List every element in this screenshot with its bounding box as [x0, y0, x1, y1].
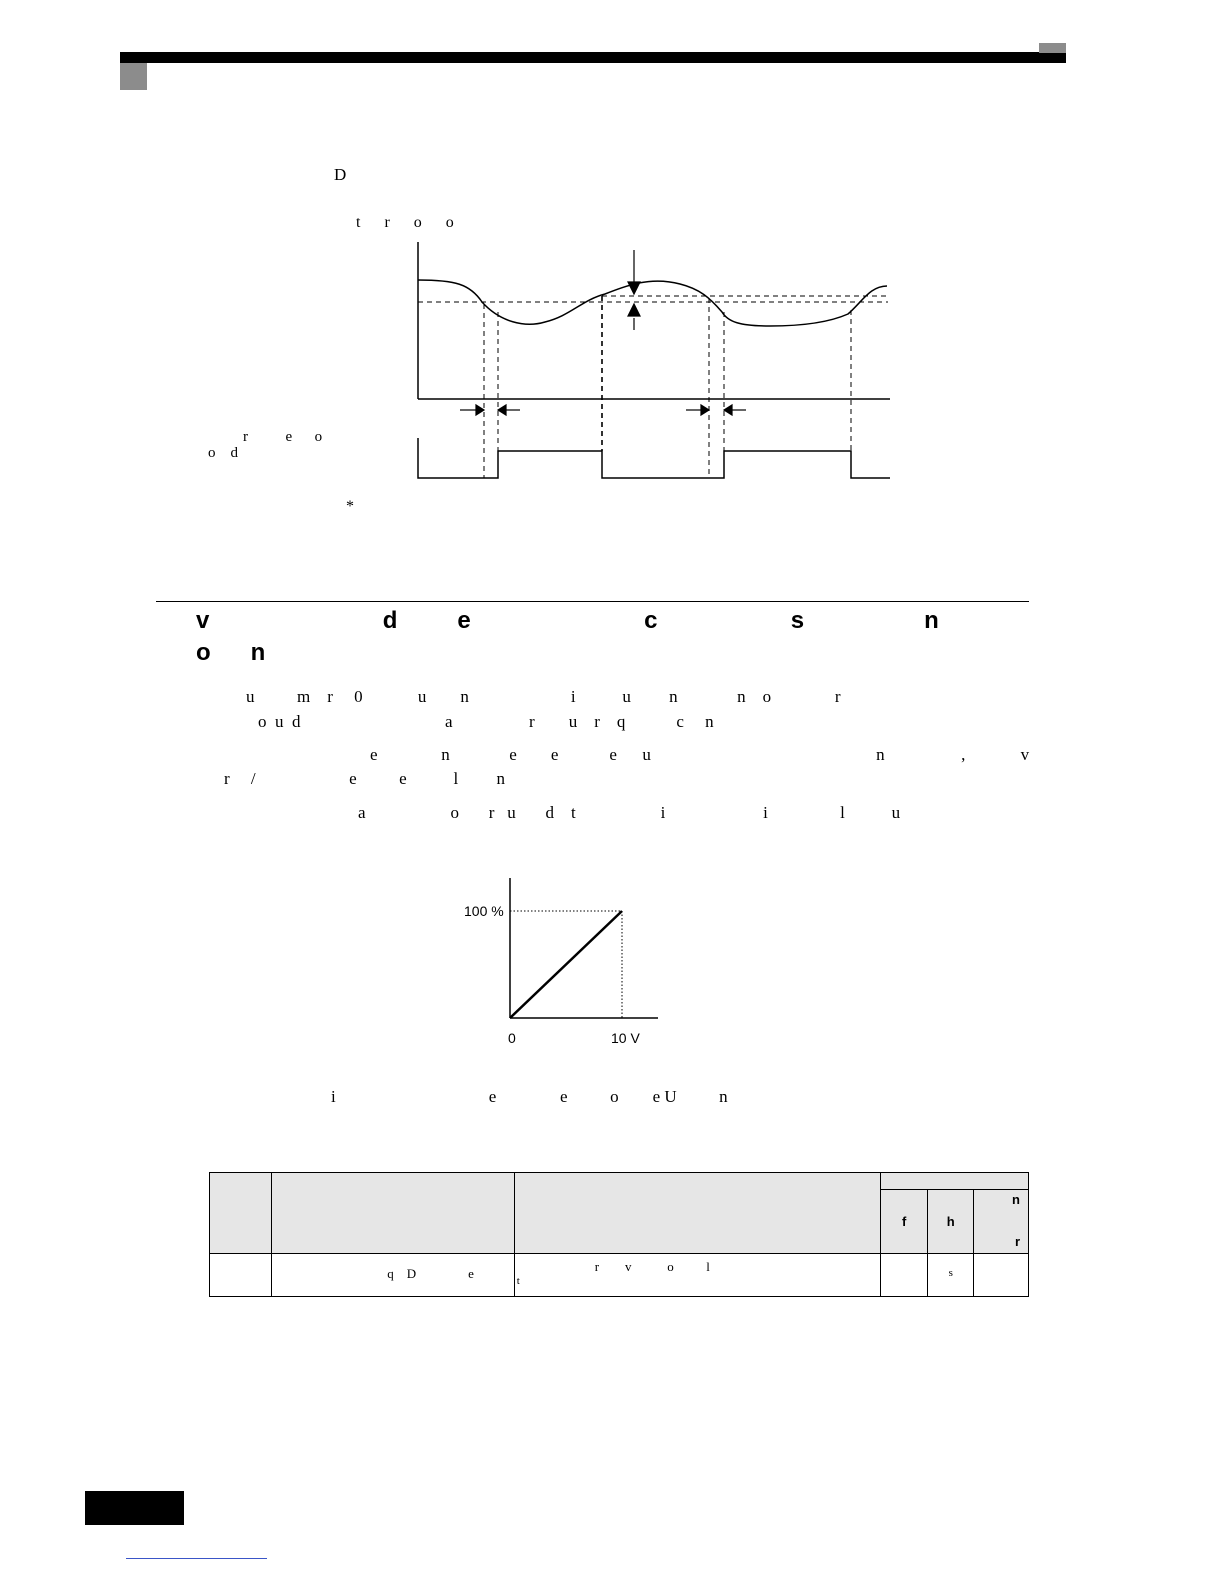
subheader-label: h: [946, 1214, 955, 1230]
param-desc-cont: t: [516, 1275, 520, 1287]
table-cell: [973, 1253, 1029, 1297]
chapter-tab: [120, 63, 147, 90]
table-header-row: [208, 1171, 1029, 1254]
section-heading-cont: o n: [196, 639, 266, 666]
param-desc: r v o l: [594, 1259, 710, 1274]
param-name: q D e: [387, 1266, 474, 1281]
table-row: q D e r v o l t s: [208, 1253, 1029, 1297]
analog-output-graph: [509, 878, 658, 1019]
figure-note-2: i e e o e U n: [331, 1087, 728, 1106]
subheader-label: f: [902, 1214, 907, 1230]
section-rule: [156, 601, 1029, 602]
table-head-cell: [271, 1172, 515, 1254]
table-head-group: [880, 1171, 1029, 1191]
table-cell: [880, 1253, 928, 1297]
table-subhead-cell: n r: [973, 1189, 1029, 1254]
graph-y-label: 100 %: [464, 903, 504, 919]
table-cell: [208, 1253, 273, 1297]
detection-timing-diagram: [417, 242, 890, 479]
graph-x-end: 10 V: [611, 1030, 640, 1046]
paragraph-1: u m r 0 u n i u n n o r: [246, 687, 841, 706]
table-cell: q D e: [271, 1253, 515, 1297]
subheader-label: n: [1012, 1192, 1020, 1208]
paragraph-2: e n e e e u n , v: [370, 745, 1030, 764]
graph-x-start: 0: [508, 1030, 516, 1046]
table-subhead-cell: f: [880, 1189, 928, 1254]
output-label-1: r e o: [243, 429, 323, 445]
header-tab-right: [1039, 43, 1066, 53]
output-label-2: o d: [208, 445, 238, 461]
table-cell: s: [926, 1253, 975, 1297]
paragraph-3: a o r u d t i i l u: [358, 803, 901, 822]
table-subheader-row: f h n r: [210, 1189, 1029, 1254]
paragraph-2-cont: r / e e l n: [224, 769, 505, 788]
table-head-cell: [513, 1172, 882, 1254]
figure-note: *: [346, 498, 354, 515]
footer-link-underline[interactable]: [126, 1558, 267, 1559]
figure-caption: D: [334, 165, 347, 184]
signal-label: t r o o: [356, 214, 454, 231]
param-value: s: [948, 1267, 953, 1279]
section-heading: v d e c s n: [196, 607, 939, 634]
table-head-cell: [208, 1172, 273, 1254]
subheader-label: r: [1014, 1234, 1020, 1250]
page-number-box: [85, 1491, 184, 1525]
paragraph-1-cont: o u d a r u r q c n: [258, 712, 714, 731]
parameter-table: f h n r q D e r v o l t s: [208, 1171, 1029, 1297]
header-bar: [120, 52, 1066, 63]
table-cell: r v o l t: [513, 1253, 882, 1297]
table-subhead-cell: h: [926, 1189, 975, 1254]
